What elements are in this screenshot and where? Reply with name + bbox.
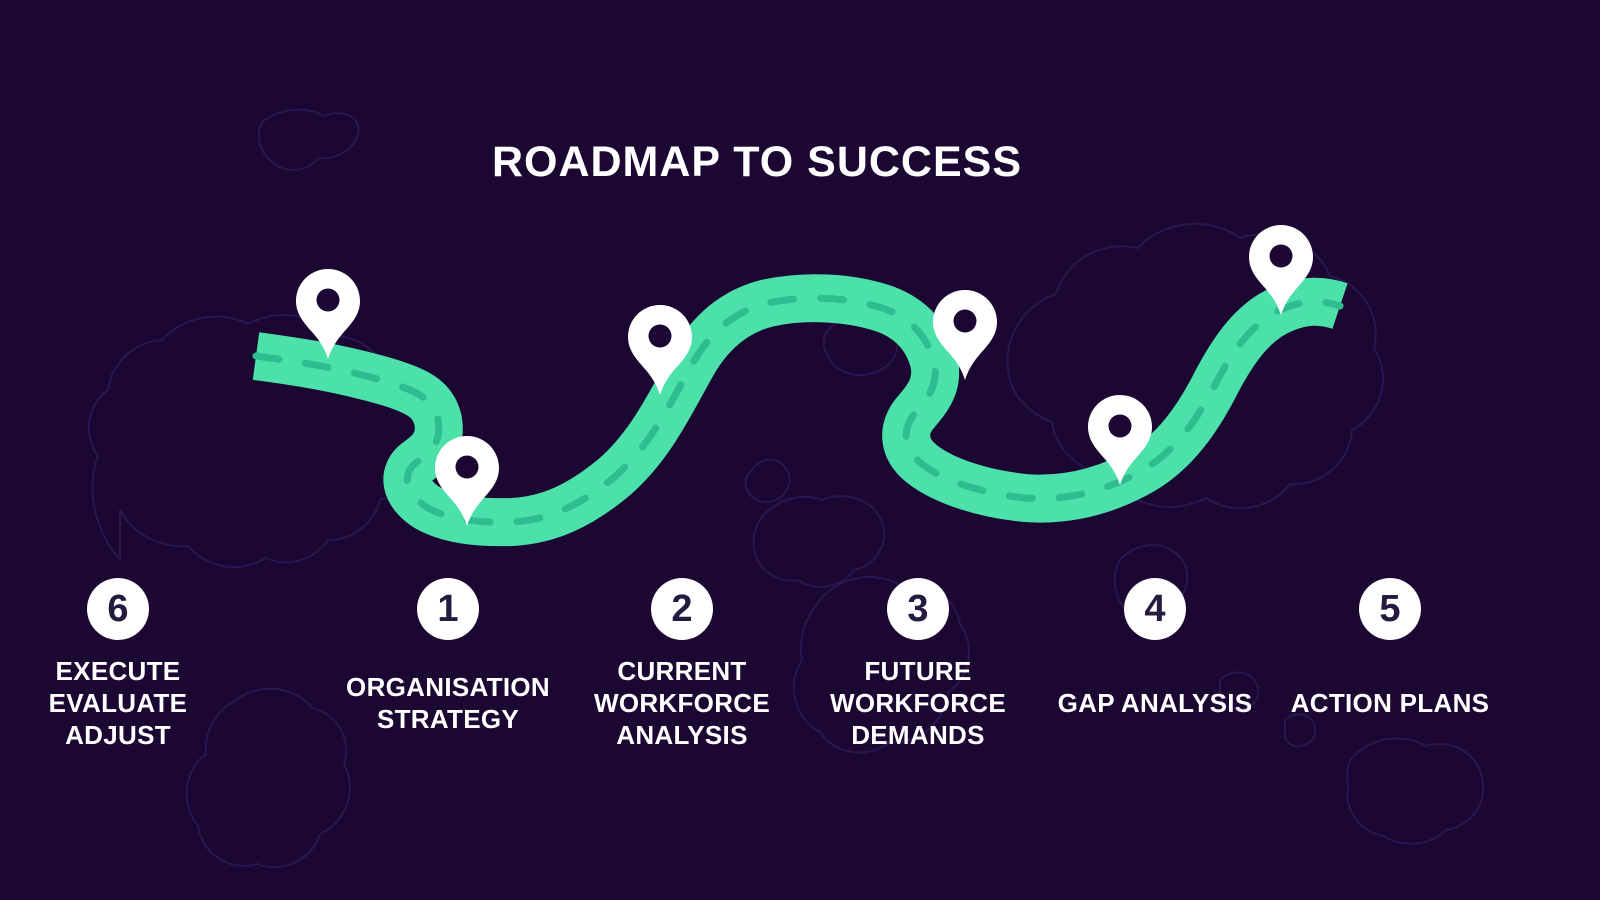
- page-title: ROADMAP TO SUCCESS: [491, 138, 1023, 186]
- step-column-5: 5 ACTION PLANS: [1272, 578, 1508, 759]
- step-number-badge: 3: [887, 578, 949, 640]
- step-label: GAP ANALYSIS: [1057, 688, 1253, 718]
- step-number-badge: 6: [87, 578, 149, 640]
- step-number-badge: 2: [651, 578, 713, 640]
- map-uk-outline: [744, 458, 791, 504]
- map-pin-icon: [296, 269, 360, 359]
- pin-hole: [1269, 244, 1293, 268]
- step-label: ORGANISATION STRATEGY: [346, 672, 550, 734]
- step-column-4: 4 GAP ANALYSIS: [1037, 578, 1273, 759]
- map-pin-icon: [933, 290, 997, 380]
- road-path: [252, 274, 1348, 547]
- step-column-2: 2 CURRENT WORKFORCE ANALYSIS: [564, 578, 800, 759]
- step-number-badge: 1: [417, 578, 479, 640]
- map-se-asia-outline: [1219, 671, 1317, 748]
- step-number-badge: 5: [1359, 578, 1421, 640]
- map-south-america-outline: [185, 687, 351, 869]
- pin-hole: [953, 309, 977, 333]
- map-pin-icon: [1249, 225, 1313, 315]
- step-label: FUTURE WORKFORCE DEMANDS: [829, 656, 1007, 750]
- map-pin-icon: [628, 305, 692, 395]
- map-pin-icon: [435, 436, 499, 526]
- pin-hole: [1108, 414, 1132, 438]
- step-label: EXECUTE EVALUATE ADJUST: [48, 656, 188, 750]
- step-number-badge: 4: [1124, 578, 1186, 640]
- step-column-6: 6 EXECUTE EVALUATE ADJUST: [0, 578, 236, 759]
- map-greenland-outline: [257, 108, 360, 171]
- pin-hole: [455, 455, 479, 479]
- pin-hole: [648, 324, 672, 348]
- step-column-3: 3 FUTURE WORKFORCE DEMANDS: [800, 578, 1036, 759]
- map-pin-icon: [1088, 395, 1152, 485]
- step-label: ACTION PLANS: [1290, 688, 1490, 718]
- map-australia-outline: [1346, 737, 1485, 845]
- road-center-dashes: [252, 294, 1344, 526]
- pin-hole: [316, 288, 340, 312]
- step-column-1: 1 ORGANISATION STRATEGY: [330, 578, 566, 759]
- step-label: CURRENT WORKFORCE ANALYSIS: [593, 656, 771, 750]
- map-europe-outline: [752, 495, 886, 588]
